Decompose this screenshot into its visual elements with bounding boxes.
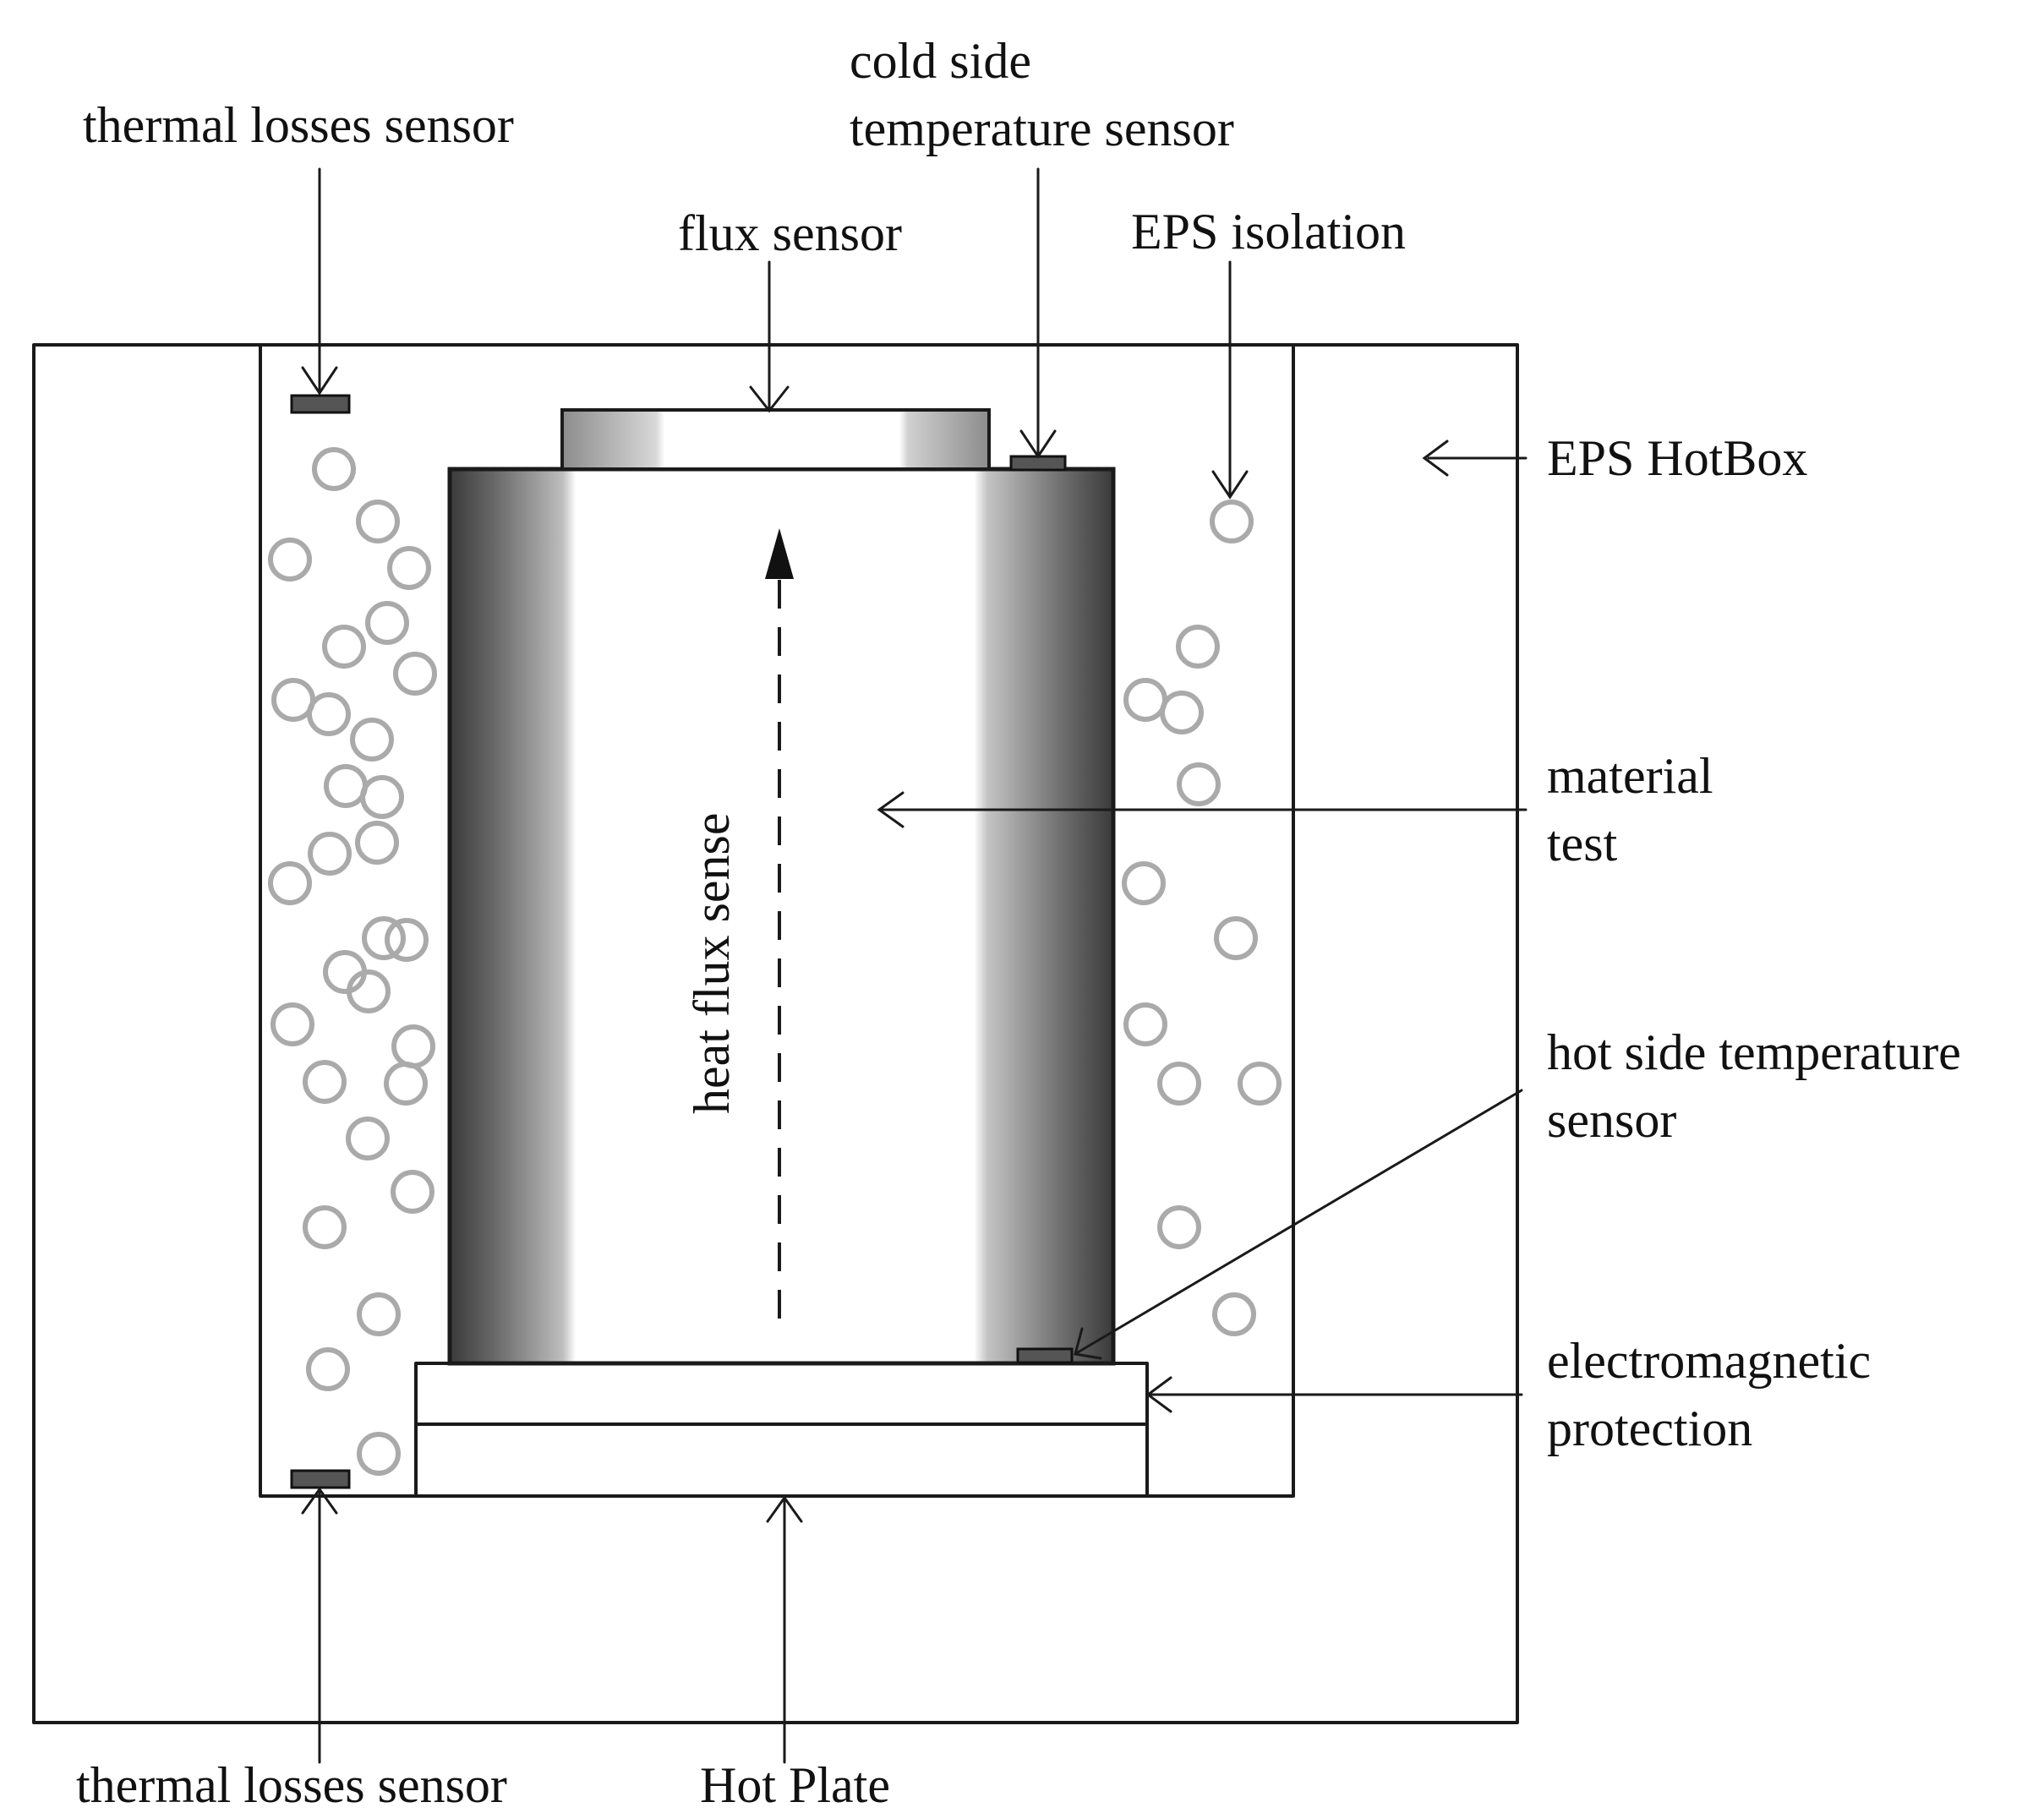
label-thermal-losses-bottom: thermal losses sensor [76, 1757, 507, 1813]
thermal-losses-sensor-top [290, 394, 351, 414]
isolation-beads-right [1122, 500, 1282, 1336]
label-em-line2: protection [1547, 1401, 1752, 1456]
label-thermal-losses-top: thermal losses sensor [83, 97, 514, 153]
material-test-cylinder [447, 467, 1116, 1366]
label-hot-side-line2: sensor [1547, 1092, 1676, 1148]
label-eps-isolation: EPS isolation [1131, 204, 1406, 259]
label-hot-side-line1: hot side temperature [1547, 1024, 1961, 1080]
label-flux-sensor: flux sensor [678, 205, 902, 261]
label-heat-flux-sense: heat flux sense [684, 812, 740, 1114]
label-material-line1: material [1547, 748, 1713, 804]
leader-lines [301, 167, 1528, 1764]
hot-side-temperature-sensor [1016, 1347, 1074, 1364]
heat-flux-arrowhead [765, 528, 794, 579]
electromagnetic-protection-layer [414, 1362, 1149, 1426]
label-cold-side-line2: temperature sensor [850, 101, 1234, 156]
label-cold-side-line1: cold side [850, 33, 1031, 89]
label-hot-plate: Hot Plate [700, 1757, 890, 1813]
thermal-losses-sensor-bottom [290, 1469, 351, 1489]
isolation-beads-left [268, 447, 437, 1476]
label-eps-hotbox: EPS HotBox [1547, 430, 1807, 486]
flux-sensor-plate [560, 408, 991, 471]
hot-plate [414, 1423, 1149, 1498]
label-material-line2: test [1547, 816, 1618, 871]
label-em-line1: electromagnetic [1547, 1333, 1871, 1389]
